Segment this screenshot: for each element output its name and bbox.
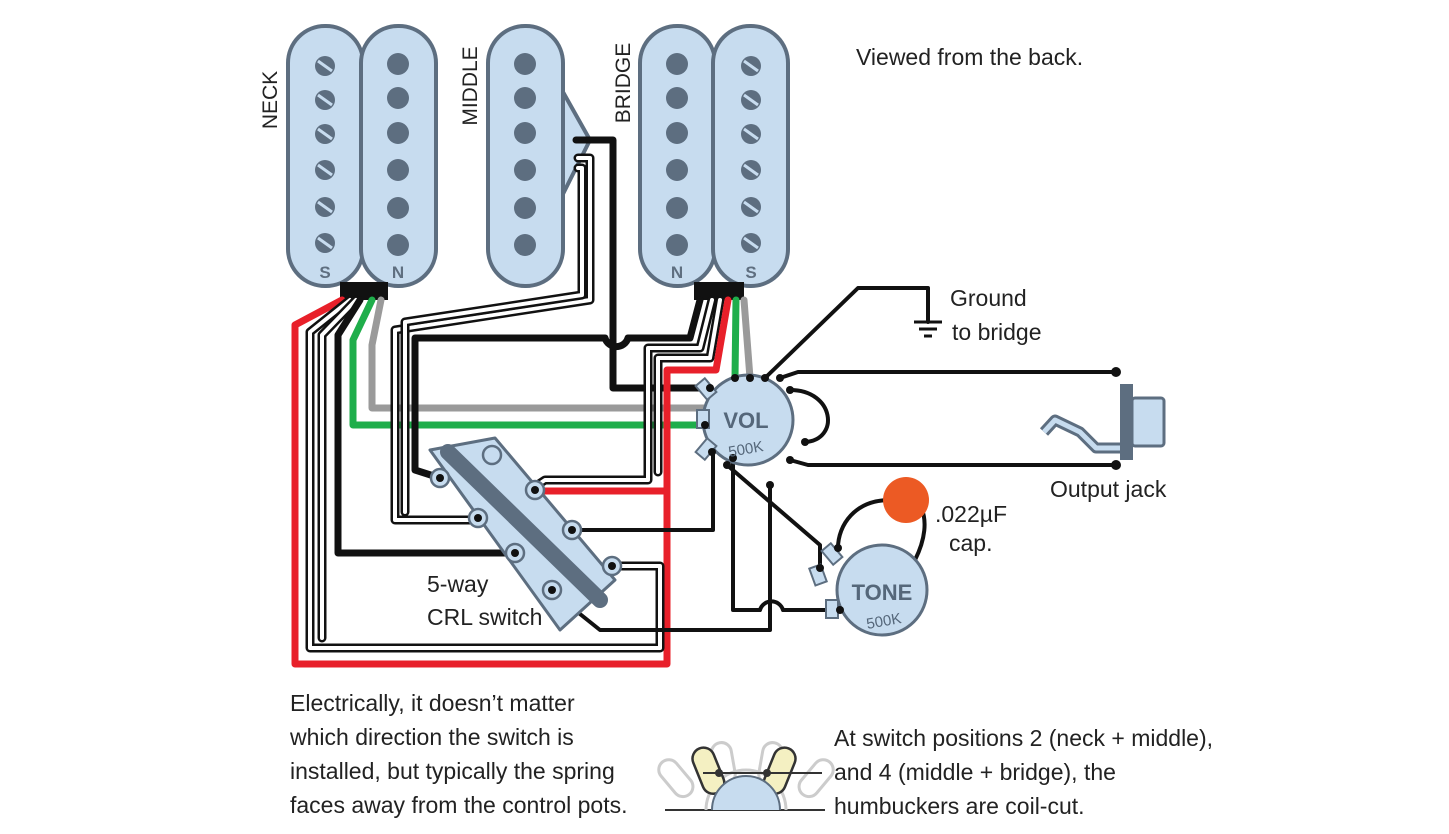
bridge-white-wire-1 xyxy=(525,295,717,495)
neck-cable-boot xyxy=(340,282,388,300)
bridge-red-wire xyxy=(663,296,732,495)
tone-pot: TONE 500K xyxy=(766,481,929,637)
bridge-green-wire xyxy=(731,296,740,382)
neck-pickup-label: NECK xyxy=(259,71,282,129)
capacitor-label-line2: cap. xyxy=(949,530,992,556)
middle-pickup-label: MIDDLE xyxy=(459,46,482,125)
ground-label-line2: to bridge xyxy=(952,319,1042,345)
note-left-line-4: faces away from the control pots. xyxy=(290,792,628,818)
output-jack-icon xyxy=(1039,367,1166,470)
bridge-pickup-label: BRIDGE xyxy=(612,43,635,124)
view-note: Viewed from the back. xyxy=(856,44,1083,70)
vol-tone-wire xyxy=(725,463,822,570)
note-left-line-2: which direction the switch is xyxy=(290,724,574,750)
ground-wire xyxy=(763,286,930,380)
neck-left-coil-letter: S xyxy=(319,263,330,282)
capacitor-label-line1: .022µF xyxy=(935,501,1007,527)
ground-label-line1: Ground xyxy=(950,285,1027,311)
bridge-gray-wire xyxy=(740,296,754,382)
bridge-right-coil-letter: S xyxy=(745,263,756,282)
five-way-switch xyxy=(428,436,623,632)
note-right-line-1: At switch positions 2 (neck + middle), xyxy=(834,725,1214,751)
vol-switch-wire xyxy=(570,450,715,532)
note-left-line-1: Electrically, it doesn’t matter xyxy=(290,690,575,716)
neck-gray-wire xyxy=(368,296,709,412)
volume-pot-title: VOL xyxy=(723,408,768,433)
switch-label-line1: 5-way xyxy=(427,571,489,597)
neck-right-coil-letter: N xyxy=(392,263,404,282)
capacitor-icon xyxy=(883,477,929,523)
switch-label-line2: CRL switch xyxy=(427,604,542,630)
bridge-pickup: N S BRIDGE xyxy=(612,24,790,288)
bridge-cable-boot xyxy=(694,282,744,300)
ground-symbol-icon xyxy=(914,320,942,338)
jack-ground-wire xyxy=(788,458,1117,467)
switch-position-icon xyxy=(657,741,835,811)
note-left-line-3: installed, but typically the spring xyxy=(290,758,615,784)
jack-hot-wire xyxy=(778,370,1117,380)
tone-pot-title: TONE xyxy=(852,580,913,605)
tone-pot-value: 500K xyxy=(865,610,902,633)
neck-black-wire xyxy=(334,296,519,557)
neck-green-wire xyxy=(349,296,709,429)
neck-pickup: S N NECK xyxy=(259,24,438,288)
coil-cut-note: At switch positions 2 (neck + middle), a… xyxy=(834,721,1213,823)
middle-slug-poles xyxy=(514,53,536,256)
bridge-hookup-black-wire xyxy=(411,296,704,482)
volume-pot: VOL 500K xyxy=(694,373,809,469)
neck-red-wire xyxy=(291,296,671,668)
bridge-left-coil-letter: N xyxy=(671,263,683,282)
bridge-slug-poles xyxy=(666,53,688,256)
note-right-line-2: and 4 (middle + bridge), the xyxy=(834,759,1116,785)
vol-jumper-wire xyxy=(788,388,830,444)
ground-bus-wire xyxy=(731,456,842,612)
middle-pickup: MIDDLE xyxy=(459,24,592,288)
switch-orientation-note: Electrically, it doesn’t matter which di… xyxy=(290,686,628,822)
neck-slug-poles xyxy=(387,53,409,256)
output-jack-label: Output jack xyxy=(1050,476,1167,502)
volume-pot-value: 500K xyxy=(727,438,764,461)
cap-lead-1 xyxy=(836,498,892,550)
note-right-line-3: humbuckers are coil-cut. xyxy=(834,793,1085,819)
